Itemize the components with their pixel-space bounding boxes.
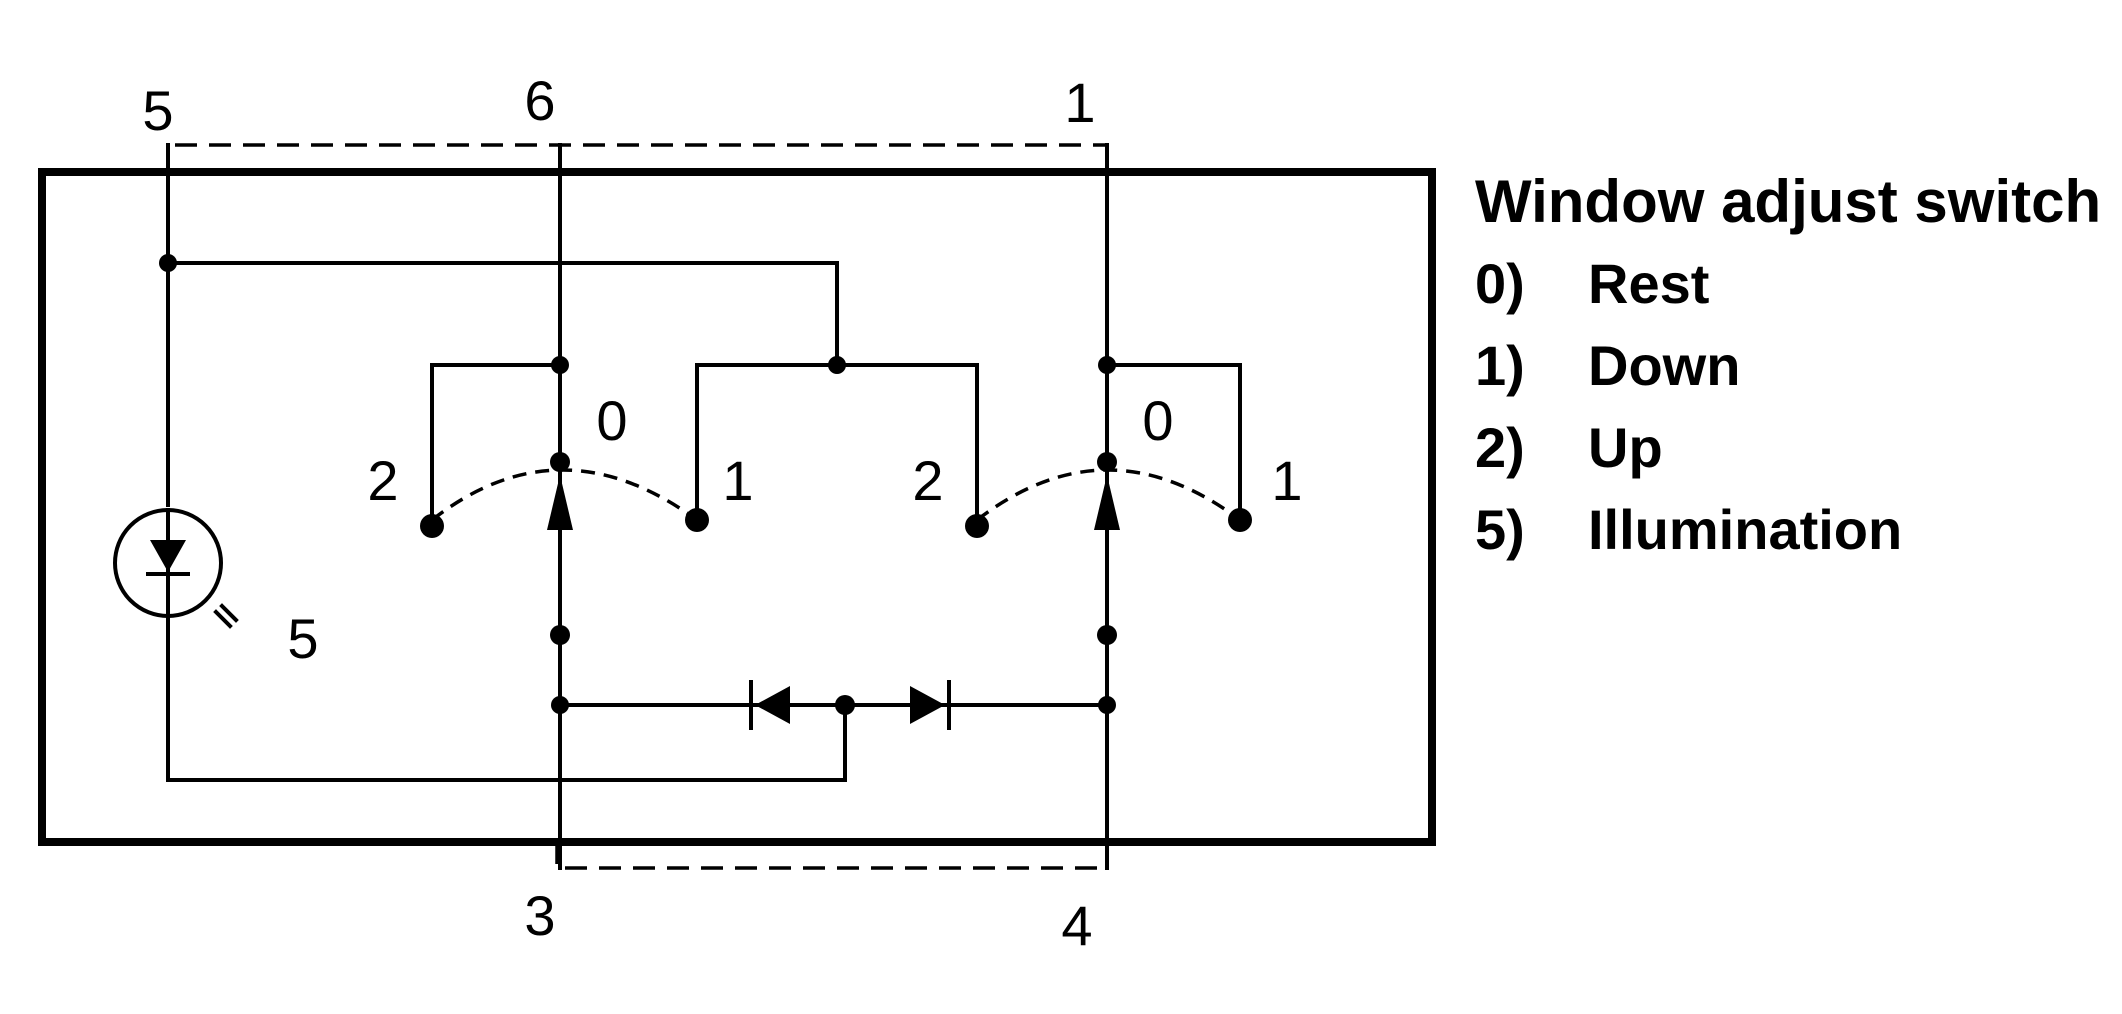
legend-label-up: Up [1588,416,1663,479]
diode-left-icon [749,680,790,730]
terminal-label-1: 1 [1064,71,1095,134]
terminal-label-3: 3 [524,884,555,947]
legend-key-illumination: 5) [1475,498,1525,561]
left-switch-wiper-arrow [547,475,573,530]
left-switch-pos-rest-label: 0 [596,389,627,452]
legend: Window adjust switch 0) Rest 1) Down 2) … [1475,168,2101,561]
legend-label-illumination: Illumination [1588,498,1902,561]
illumination-lamp-label: 5 [287,607,318,670]
legend-label-down: Down [1588,334,1740,397]
right-switch-wiper-arrow [1094,475,1120,530]
junction-nodes [159,254,1252,715]
left-switch-pos-up-label: 2 [367,449,398,512]
dashed-linkage-top [166,143,1109,172]
legend-key-down: 1) [1475,334,1525,397]
legend-key-up: 2) [1475,416,1525,479]
illumination-lamp-icon [113,508,239,629]
legend-label-rest: Rest [1588,252,1709,315]
diode-right-icon [910,680,951,730]
legend-title: Window adjust switch [1475,168,2101,235]
right-switch-pos-down-label: 1 [1271,449,1302,512]
switch-housing-frame [38,168,1436,846]
terminal-label-6: 6 [524,69,555,132]
terminal-label-4: 4 [1061,894,1092,957]
right-switch-pos-rest-label: 0 [1142,389,1173,452]
left-switch-pos-down-label: 1 [722,449,753,512]
terminal-label-5: 5 [142,79,173,142]
wiring [166,143,1242,870]
legend-key-rest: 0) [1475,252,1525,315]
right-switch-pos-up-label: 2 [912,449,943,512]
